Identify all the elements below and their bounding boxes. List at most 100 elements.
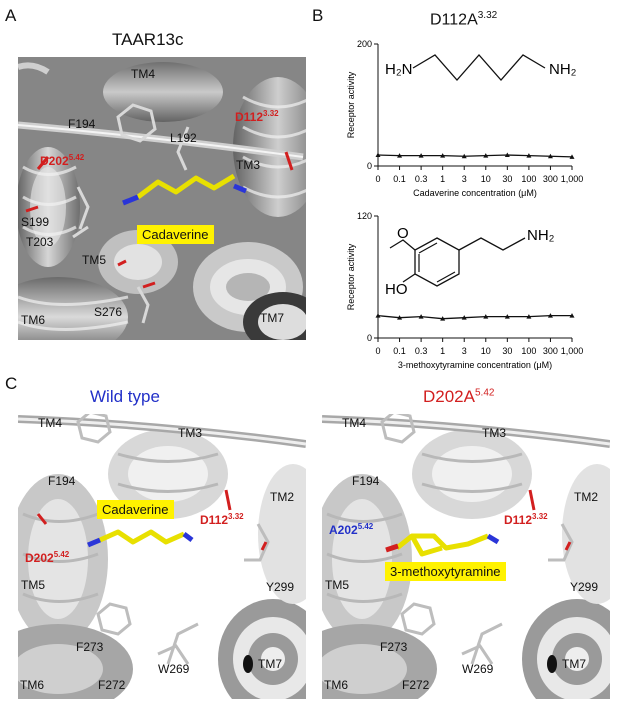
structure-cadaverine: H₂N NH₂	[385, 54, 577, 81]
label-tm5: TM5	[82, 253, 106, 267]
data-point	[440, 153, 446, 158]
label-tm3: TM3	[236, 158, 260, 172]
panel-c-right-ribbon-art	[322, 414, 610, 699]
label-f194: F194	[48, 474, 76, 488]
panel-a-ribbon-art	[18, 57, 306, 340]
label-d202: D2025.42	[40, 153, 85, 168]
x-tick-label: 300	[543, 174, 558, 184]
series-line	[377, 154, 573, 158]
label-tm7: TM7	[258, 657, 282, 671]
data-point	[526, 314, 532, 319]
ligand-label-cadaverine: Cadaverine	[97, 500, 174, 519]
label-s199: S199	[21, 215, 50, 229]
label-t203: T203	[26, 235, 54, 249]
label-w269: W269	[462, 662, 494, 676]
label-a202: A2025.42	[329, 522, 374, 537]
structure-3-methoxytyramine: O NH₂ HO	[385, 225, 555, 298]
data-point	[397, 153, 403, 158]
panel-a-title: TAAR13c	[112, 30, 184, 49]
data-point	[547, 313, 553, 318]
data-point	[375, 313, 381, 318]
label-tm6: TM6	[324, 678, 348, 692]
x-tick-label: 0.1	[393, 346, 406, 356]
data-point	[418, 153, 424, 158]
structure-methoxy-oxygen: O	[397, 225, 409, 242]
x-tick-label: 3	[462, 346, 467, 356]
label-tm2: TM2	[574, 490, 598, 504]
ligand-label-cadaverine: Cadaverine	[137, 225, 214, 244]
label-y299: Y299	[266, 580, 295, 594]
x-tick-label: 100	[521, 346, 536, 356]
structure-hydroxyl-group: HO	[385, 281, 408, 298]
label-tm3: TM3	[178, 426, 202, 440]
label-y299: Y299	[570, 580, 599, 594]
x-tick-label: 10	[481, 346, 491, 356]
label-tm4: TM4	[131, 67, 155, 81]
data-point	[461, 153, 467, 159]
x-tick-label: 100	[521, 174, 536, 184]
data-point	[569, 154, 575, 159]
data-point	[440, 316, 446, 321]
data-point	[397, 315, 403, 320]
data-point	[569, 313, 575, 318]
x-tick-label: 30	[502, 346, 512, 356]
label-tm5: TM5	[325, 578, 349, 592]
label-tm6: TM6	[20, 678, 44, 692]
label-tm4: TM4	[38, 416, 62, 430]
y-axis-label: Receptor activity	[346, 71, 356, 138]
label-f272: F272	[98, 678, 126, 692]
x-tick-label: 1,000	[561, 346, 584, 356]
x-tick-label: 0.1	[393, 174, 406, 184]
label-f273: F273	[380, 640, 408, 654]
data-point	[526, 153, 532, 158]
label-l192: L192	[170, 131, 197, 145]
panel-b-title: D112A3.32	[430, 10, 498, 29]
x-axis-label: 3-methoxytyramine concentration (μM)	[398, 360, 552, 370]
label-f194: F194	[352, 474, 380, 488]
label-d112: D1123.32	[235, 109, 279, 124]
y-tick-label: 0	[367, 161, 372, 171]
panel-c-right-structure: TM4 TM3 F194 TM2 A2025.42 D1123.32 3-met…	[322, 414, 610, 699]
panel-a-letter: A	[5, 6, 17, 25]
x-tick-label: 0	[375, 346, 380, 356]
x-tick-label: 0.3	[415, 346, 428, 356]
ligand-label-3-methoxytyramine: 3-methoxytyramine	[385, 562, 506, 581]
panel-c-left-structure: TM4 TM3 F194 TM2 Cadaverine D1123.32 D20…	[18, 414, 306, 699]
data-point	[504, 152, 510, 158]
series-line	[377, 314, 572, 320]
x-tick-label: 30	[502, 174, 512, 184]
label-tm7: TM7	[260, 311, 284, 325]
panel-c-letter: C	[5, 374, 18, 393]
label-tm7: TM7	[562, 657, 586, 671]
data-point	[418, 314, 424, 319]
label-tm5: TM5	[21, 578, 45, 592]
panel-c-left-ribbon-art	[18, 414, 306, 699]
y-tick-label: 0	[367, 333, 372, 343]
label-tm3: TM3	[482, 426, 506, 440]
label-f272: F272	[402, 678, 430, 692]
label-s276: S276	[94, 305, 123, 319]
data-point	[461, 315, 467, 320]
x-tick-label: 1	[440, 174, 445, 184]
panel-b-letter: B	[312, 6, 324, 25]
x-axis-label: Cadaverine concentration (μM)	[413, 188, 537, 198]
y-axis-label: Receptor activity	[346, 243, 356, 310]
y-tick-label: 120	[357, 211, 372, 221]
data-point	[483, 314, 489, 319]
x-tick-label: 0.3	[415, 174, 428, 184]
x-tick-label: 300	[543, 346, 558, 356]
structure-cadaverine-right-group: NH₂	[549, 61, 577, 78]
x-tick-label: 1	[440, 346, 445, 356]
label-d202: D2025.42	[25, 550, 70, 565]
x-tick-label: 1,000	[561, 174, 584, 184]
x-tick-label: 0	[375, 174, 380, 184]
label-f273: F273	[76, 640, 104, 654]
structure-cadaverine-left-group: H₂N	[385, 61, 413, 78]
data-point	[375, 152, 381, 158]
data-point	[504, 314, 510, 319]
data-point	[483, 153, 489, 158]
label-w269: W269	[158, 662, 190, 676]
structure-amine-group: NH₂	[527, 227, 555, 244]
